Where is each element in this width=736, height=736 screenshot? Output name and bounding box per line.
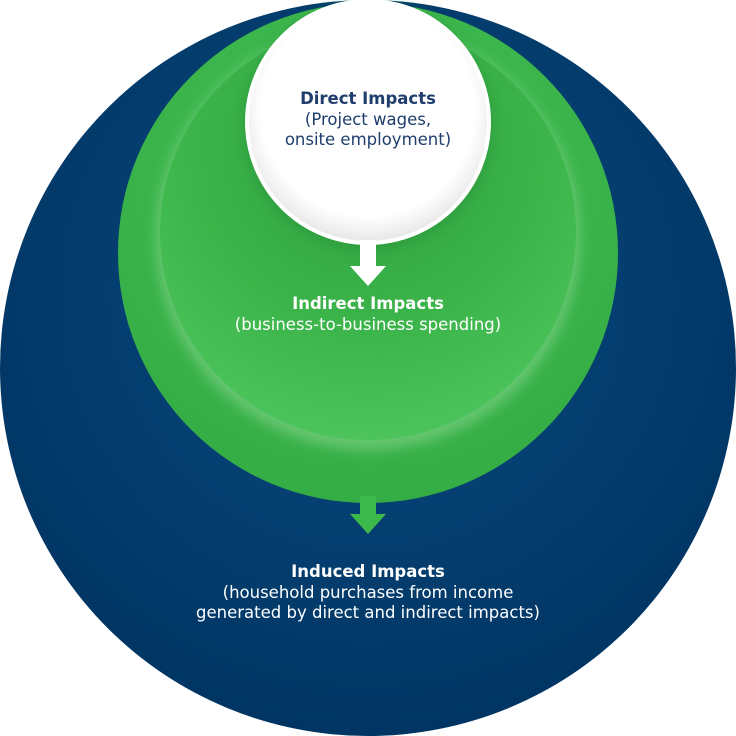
induced-impacts-description-line-2: generated by direct and indirect impacts… xyxy=(196,603,540,623)
arrow-indirect-to-induced xyxy=(350,496,386,534)
indirect-impacts-title: Indirect Impacts xyxy=(292,294,444,313)
direct-impacts-description-line-1: (Project wages, xyxy=(304,109,432,129)
induced-impacts-title: Induced Impacts xyxy=(291,562,445,581)
direct-impacts-title: Direct Impacts xyxy=(300,89,436,108)
induced-impacts-description-line-1: (household purchases from income xyxy=(222,582,514,602)
indirect-impacts-label: Indirect Impacts (business-to-business s… xyxy=(168,294,568,335)
induced-impacts-label: Induced Impacts (household purchases fro… xyxy=(118,562,618,624)
direct-impacts-label: Direct Impacts (Project wages, onsite em… xyxy=(248,89,488,151)
direct-impacts-description-line-2: onsite employment) xyxy=(284,130,452,150)
indirect-impacts-description-line-1: (business-to-business spending) xyxy=(234,314,502,334)
arrow-direct-to-indirect xyxy=(350,240,386,286)
